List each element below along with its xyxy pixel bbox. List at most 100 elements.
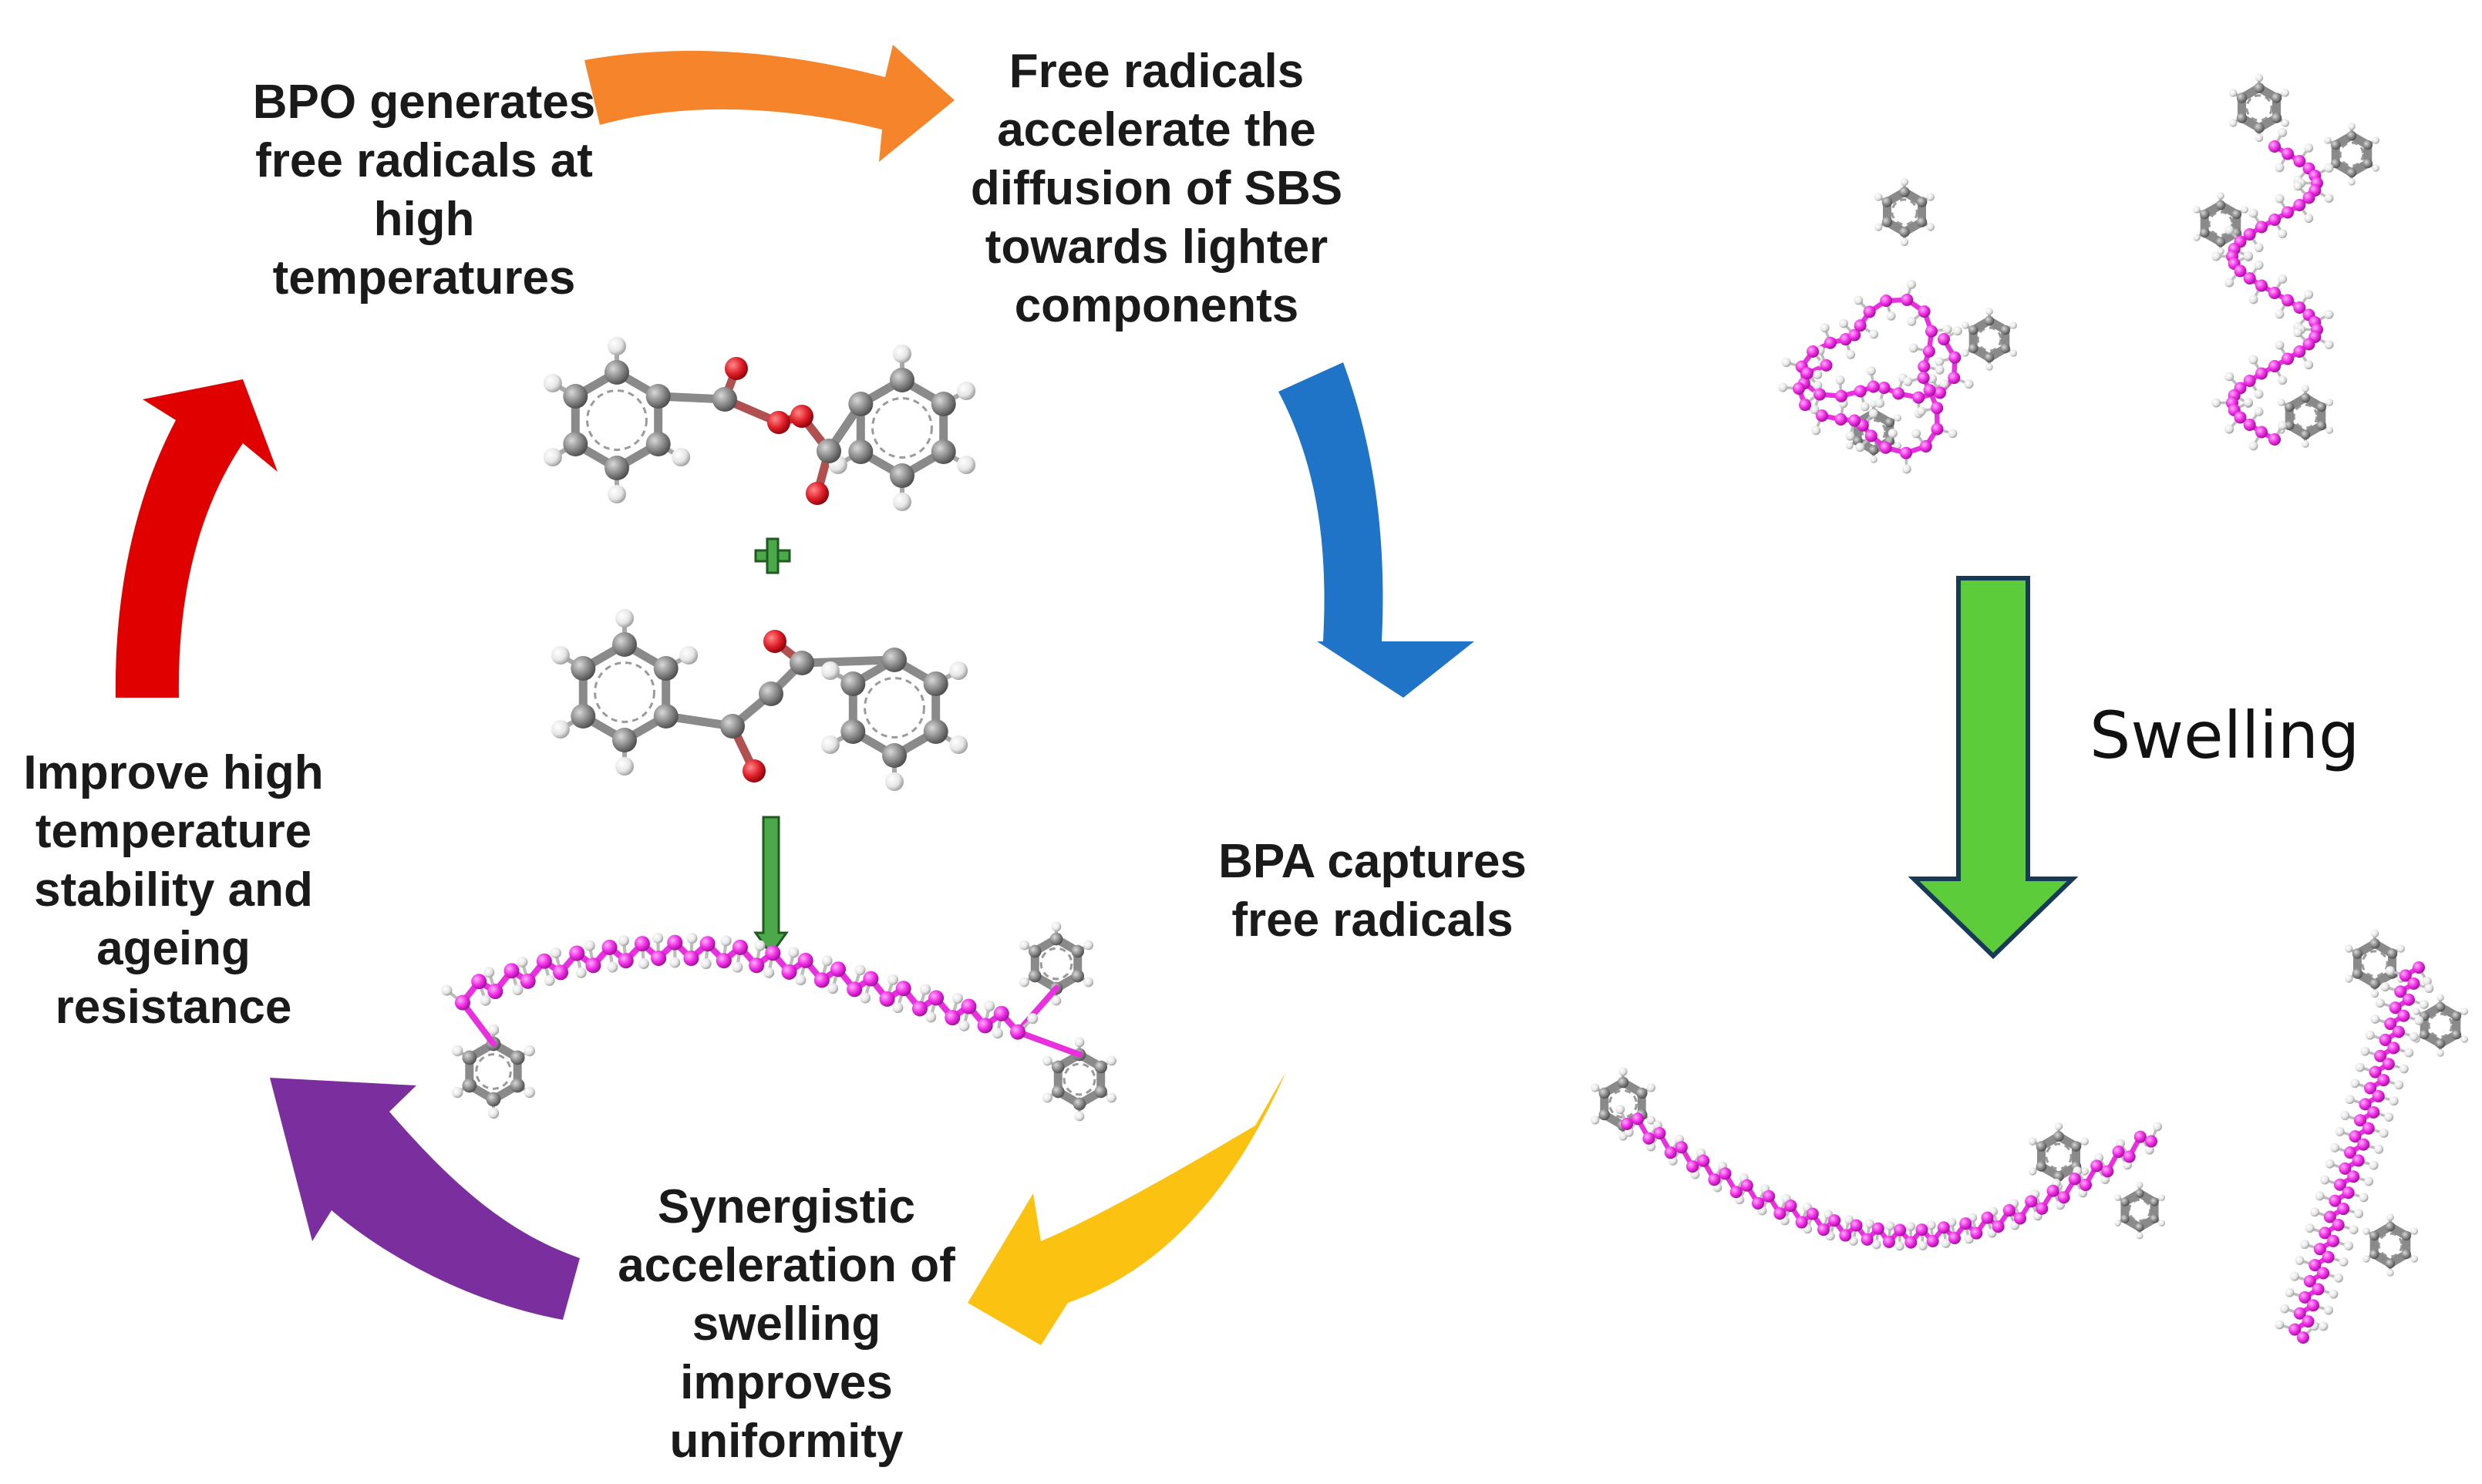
chain-carbon-atom — [880, 991, 895, 1007]
chain-carbon-atom — [2293, 199, 2305, 211]
hydrogen-atom — [2364, 1177, 2373, 1186]
chain-carbon-atom — [2352, 1154, 2365, 1166]
hydrogen-atom — [949, 661, 968, 680]
chain-carbon-atom — [2134, 1131, 2147, 1143]
chain-carbon-atom — [1901, 294, 1913, 306]
hydrogen-atom — [2302, 385, 2309, 392]
hydrogen-atom — [2371, 930, 2379, 937]
chain-carbon-atom — [2362, 1122, 2375, 1135]
chain-carbon-atom — [1796, 1216, 1808, 1229]
hydrogen-atom — [1872, 1240, 1881, 1249]
hydrogen-atom — [893, 493, 911, 511]
hydrogen-atom — [1901, 238, 1908, 246]
chain-carbon-atom — [1839, 1230, 1851, 1242]
hydrogen-atom — [441, 985, 452, 996]
label-bpa-captures: BPA captures free radicals — [1141, 833, 1604, 950]
hydrogen-atom — [2224, 225, 2234, 234]
hydrogen-atom — [763, 967, 774, 978]
label-free-radicals-diffusion: Free radicals accelerate the diffusion o… — [925, 42, 1388, 335]
hydrogen-atom — [679, 646, 698, 665]
hydrogen-atom — [452, 1087, 463, 1098]
hydrogen-atom — [2278, 399, 2285, 406]
hydrogen-atom — [2325, 399, 2333, 406]
chain-carbon-atom — [683, 951, 699, 966]
hydrogen-atom — [2055, 1122, 2063, 1130]
chain-carbon-atom — [1959, 1217, 1972, 1230]
carbon-atom — [2272, 113, 2282, 123]
hydrogen-atom — [1083, 978, 1093, 988]
chain-carbon-atom — [2327, 1235, 2339, 1247]
chain-carbon-atom — [1801, 367, 1814, 379]
hydrogen-atom — [615, 757, 634, 776]
carbon-atom — [563, 432, 588, 456]
aromatic-ring — [2294, 405, 2317, 428]
carbon-atom — [2369, 978, 2380, 989]
hydrogen-atom — [2244, 251, 2253, 261]
carbon-atom — [1917, 197, 1928, 207]
hydrogen-atom — [1935, 365, 1945, 375]
carbon-atom — [848, 439, 873, 464]
chain-carbon-atom — [1864, 305, 1876, 318]
oxygen-atom — [790, 405, 813, 428]
chain-carbon-atom — [1708, 1173, 1720, 1186]
hydrogen-atom — [2255, 134, 2263, 142]
chain-carbon-atom — [1982, 1212, 1994, 1224]
arrow-purple — [270, 1078, 580, 1320]
hydrogen-atom — [701, 958, 712, 969]
hydrogen-atom — [2304, 290, 2313, 299]
chain-carbon-atom — [1867, 381, 1880, 393]
hydrogen-atom — [2380, 982, 2389, 991]
hydrogen-atom — [512, 984, 523, 995]
hydrogen-atom — [2346, 1095, 2355, 1104]
chain-carbon-atom — [537, 954, 552, 969]
chain-carbon-atom — [2036, 1203, 2048, 1215]
chain-carbon-atom — [1883, 1236, 1895, 1248]
chain-carbon-atom — [830, 961, 846, 977]
hydrogen-atom — [2366, 1031, 2375, 1040]
chain-carbon-atom — [1931, 402, 1943, 414]
chain-carbon-atom — [1938, 1221, 1950, 1233]
carbon-atom — [2452, 1030, 2461, 1039]
hydrogen-atom — [2410, 1255, 2418, 1263]
chain-carbon-atom — [1918, 305, 1931, 318]
sbs-swollen-molecule-left — [1591, 1067, 2165, 1250]
oxygen-atom — [763, 630, 786, 653]
hydrogen-atom — [1052, 922, 1062, 932]
chain-carbon-atom — [2145, 1136, 2157, 1148]
chain-carbon-atom — [1719, 1167, 1732, 1179]
hydrogen-atom — [2290, 1272, 2299, 1281]
hydrogen-atom — [2350, 1079, 2359, 1088]
chain-carbon-atom — [2244, 272, 2256, 284]
carbon-atom — [2254, 82, 2265, 93]
hydrogen-atom — [2300, 1240, 2309, 1249]
carbon-atom — [2272, 93, 2282, 103]
hydrogen-atom — [2217, 192, 2224, 200]
chain-carbon-atom — [1785, 1200, 1797, 1212]
hydrogen-atom — [2371, 990, 2379, 998]
chain-carbon-atom — [1931, 422, 1943, 435]
carbon-atom — [2436, 1039, 2445, 1048]
hydrogen-atom — [2334, 1274, 2343, 1283]
chain-carbon-atom — [1927, 1235, 1939, 1247]
hydrogen-atom — [1887, 311, 1896, 321]
chain-carbon-atom — [1900, 447, 1912, 459]
hydrogen-atom — [2348, 178, 2356, 186]
bond — [802, 660, 894, 663]
hydrogen-atom — [827, 983, 838, 994]
chain-carbon-atom — [2282, 353, 2294, 365]
chain-carbon-atom — [2317, 1267, 2329, 1280]
chain-carbon-atom — [1828, 1214, 1840, 1227]
chain-carbon-atom — [2282, 148, 2294, 160]
arrow-red — [116, 379, 278, 698]
chain-carbon-atom — [455, 995, 470, 1011]
chain-carbon-atom — [2003, 1204, 2016, 1216]
chain-carbon-atom — [1814, 389, 1826, 401]
hydrogen-atom — [957, 382, 975, 400]
hydrogen-atom — [1875, 399, 1884, 408]
plus-icon — [756, 539, 790, 573]
chain-carbon-atom — [1918, 372, 1930, 384]
hydrogen-atom — [2384, 1112, 2393, 1122]
hydrogen-atom — [2254, 407, 2263, 416]
hydrogen-atom — [1083, 941, 1093, 951]
hydrogen-atom — [2460, 1008, 2468, 1015]
